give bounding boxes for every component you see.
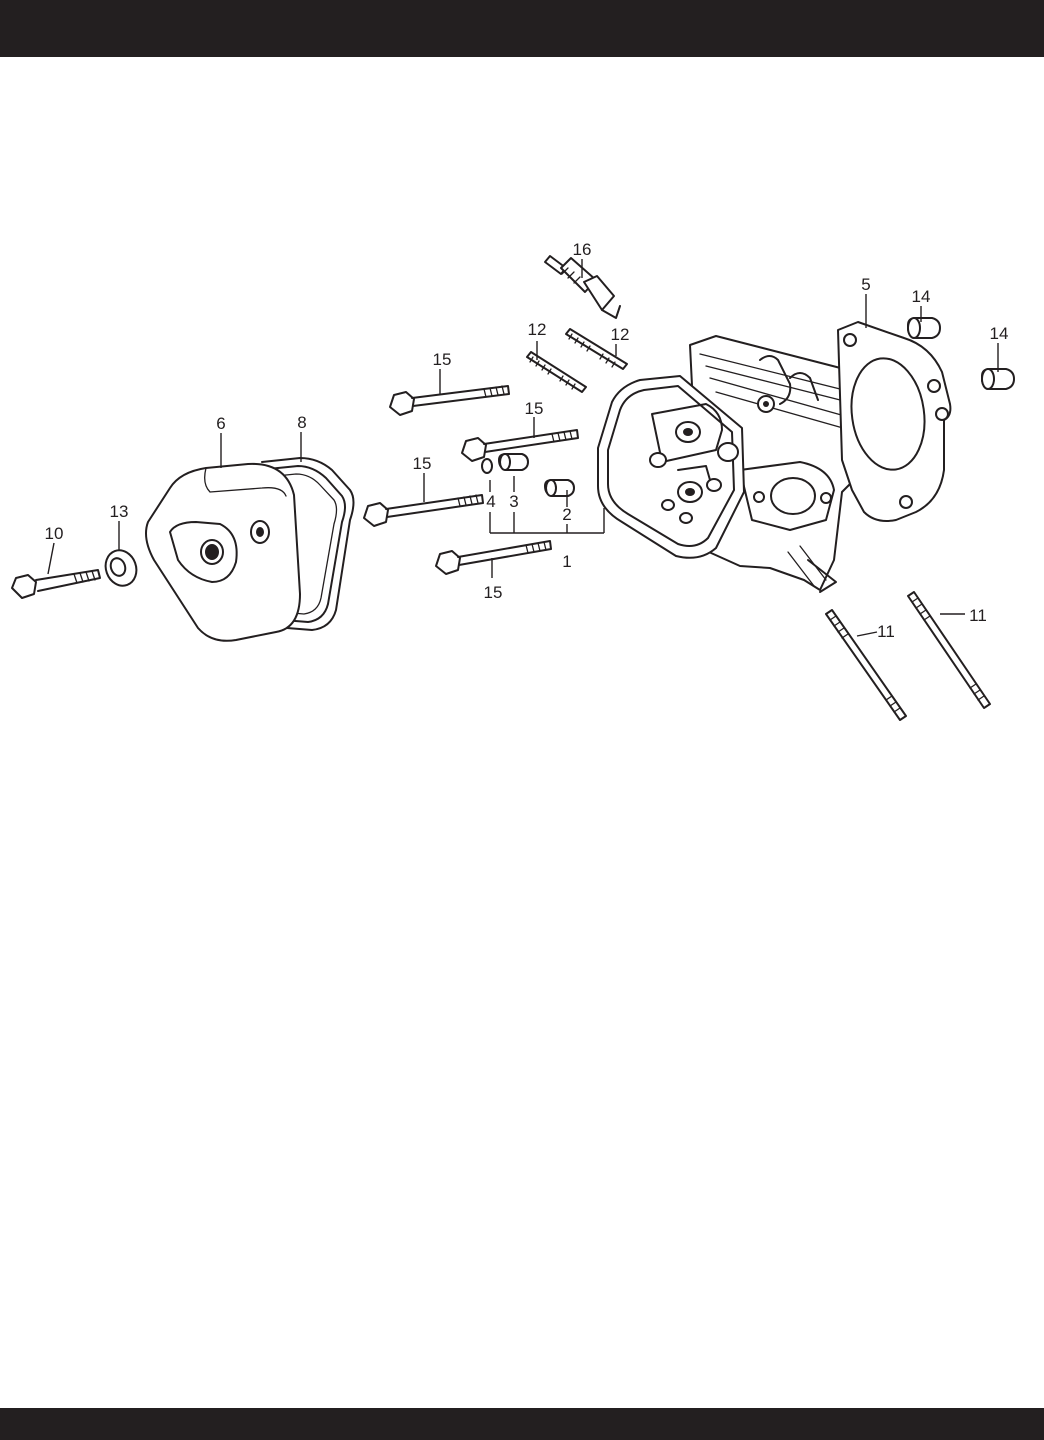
flange-bolt-part-10 xyxy=(12,570,100,598)
callout-14a: 14 xyxy=(912,287,931,306)
callout-2: 2 xyxy=(562,505,571,524)
cylinder-head-part-1 xyxy=(598,336,872,592)
callout-1: 1 xyxy=(562,552,571,571)
flange-bolt-part-15-lower xyxy=(436,541,551,574)
callout-4: 4 xyxy=(486,492,495,511)
dowel-pin-part-3 xyxy=(499,454,528,470)
callout-15b: 15 xyxy=(525,399,544,418)
callout-3: 3 xyxy=(509,492,518,511)
dowel-pin-part-2 xyxy=(545,480,574,496)
o-ring-part-4 xyxy=(482,459,492,473)
head-gasket-part-5 xyxy=(838,322,950,521)
callout-14b: 14 xyxy=(990,324,1009,343)
callout-11b: 11 xyxy=(969,606,987,625)
callout-11a: 11 xyxy=(877,622,895,641)
seal-washer-part-13 xyxy=(101,546,142,590)
callout-16: 16 xyxy=(573,240,592,259)
flange-bolt-part-15-upper xyxy=(390,386,509,415)
callout-13: 13 xyxy=(110,502,129,521)
callout-10: 10 xyxy=(45,524,64,543)
callout-5: 5 xyxy=(861,275,870,294)
callout-15a: 15 xyxy=(433,350,452,369)
head-cover-part-6 xyxy=(146,464,300,641)
callout-12b: 12 xyxy=(611,325,630,344)
callout-6: 6 xyxy=(216,414,225,433)
callout-15d: 15 xyxy=(484,583,503,602)
stud-bolt-part-12-a xyxy=(527,352,586,392)
dowel-pin-part-14-a xyxy=(908,318,940,338)
callout-15c: 15 xyxy=(413,454,432,473)
callout-8: 8 xyxy=(297,413,306,432)
callout-12a: 12 xyxy=(528,320,547,339)
